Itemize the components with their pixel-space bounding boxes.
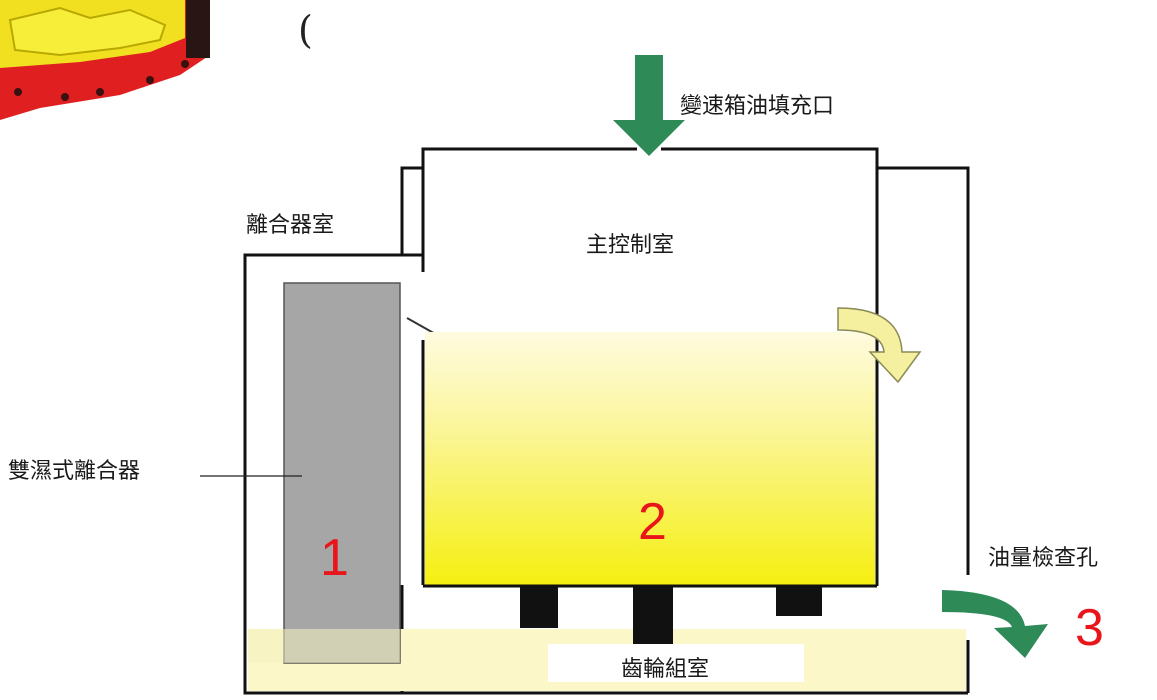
arrow-down-icon [613, 55, 685, 156]
open-paren: ( [298, 8, 313, 52]
curved-arrow-down-right-icon [837, 307, 922, 384]
gear-block [633, 586, 673, 646]
gear-chamber-label: 齒輪組室 [621, 657, 710, 682]
oil-check-hole-label: 油量檢查孔 [988, 546, 1099, 571]
fill-port-label: 變速箱油填充口 [680, 94, 835, 119]
housing-outline [243, 147, 970, 695]
dual-wet-clutch-label: 雙濕式離合器 [8, 459, 141, 484]
clutch-chamber-label: 離合器室 [246, 213, 335, 238]
marker-3: 3 [1075, 599, 1104, 657]
gear-block [520, 586, 558, 628]
main-control-chamber-label: 主控制室 [586, 233, 675, 258]
marker-2: 2 [638, 493, 667, 551]
main-oil-body [425, 332, 875, 586]
transmission-thumbnail-icon [0, 0, 210, 120]
curved-arrow-down-right-icon [942, 590, 1048, 658]
dual-clutch-block [283, 282, 401, 664]
marker-1: 1 [320, 529, 349, 587]
gear-block [776, 586, 822, 616]
